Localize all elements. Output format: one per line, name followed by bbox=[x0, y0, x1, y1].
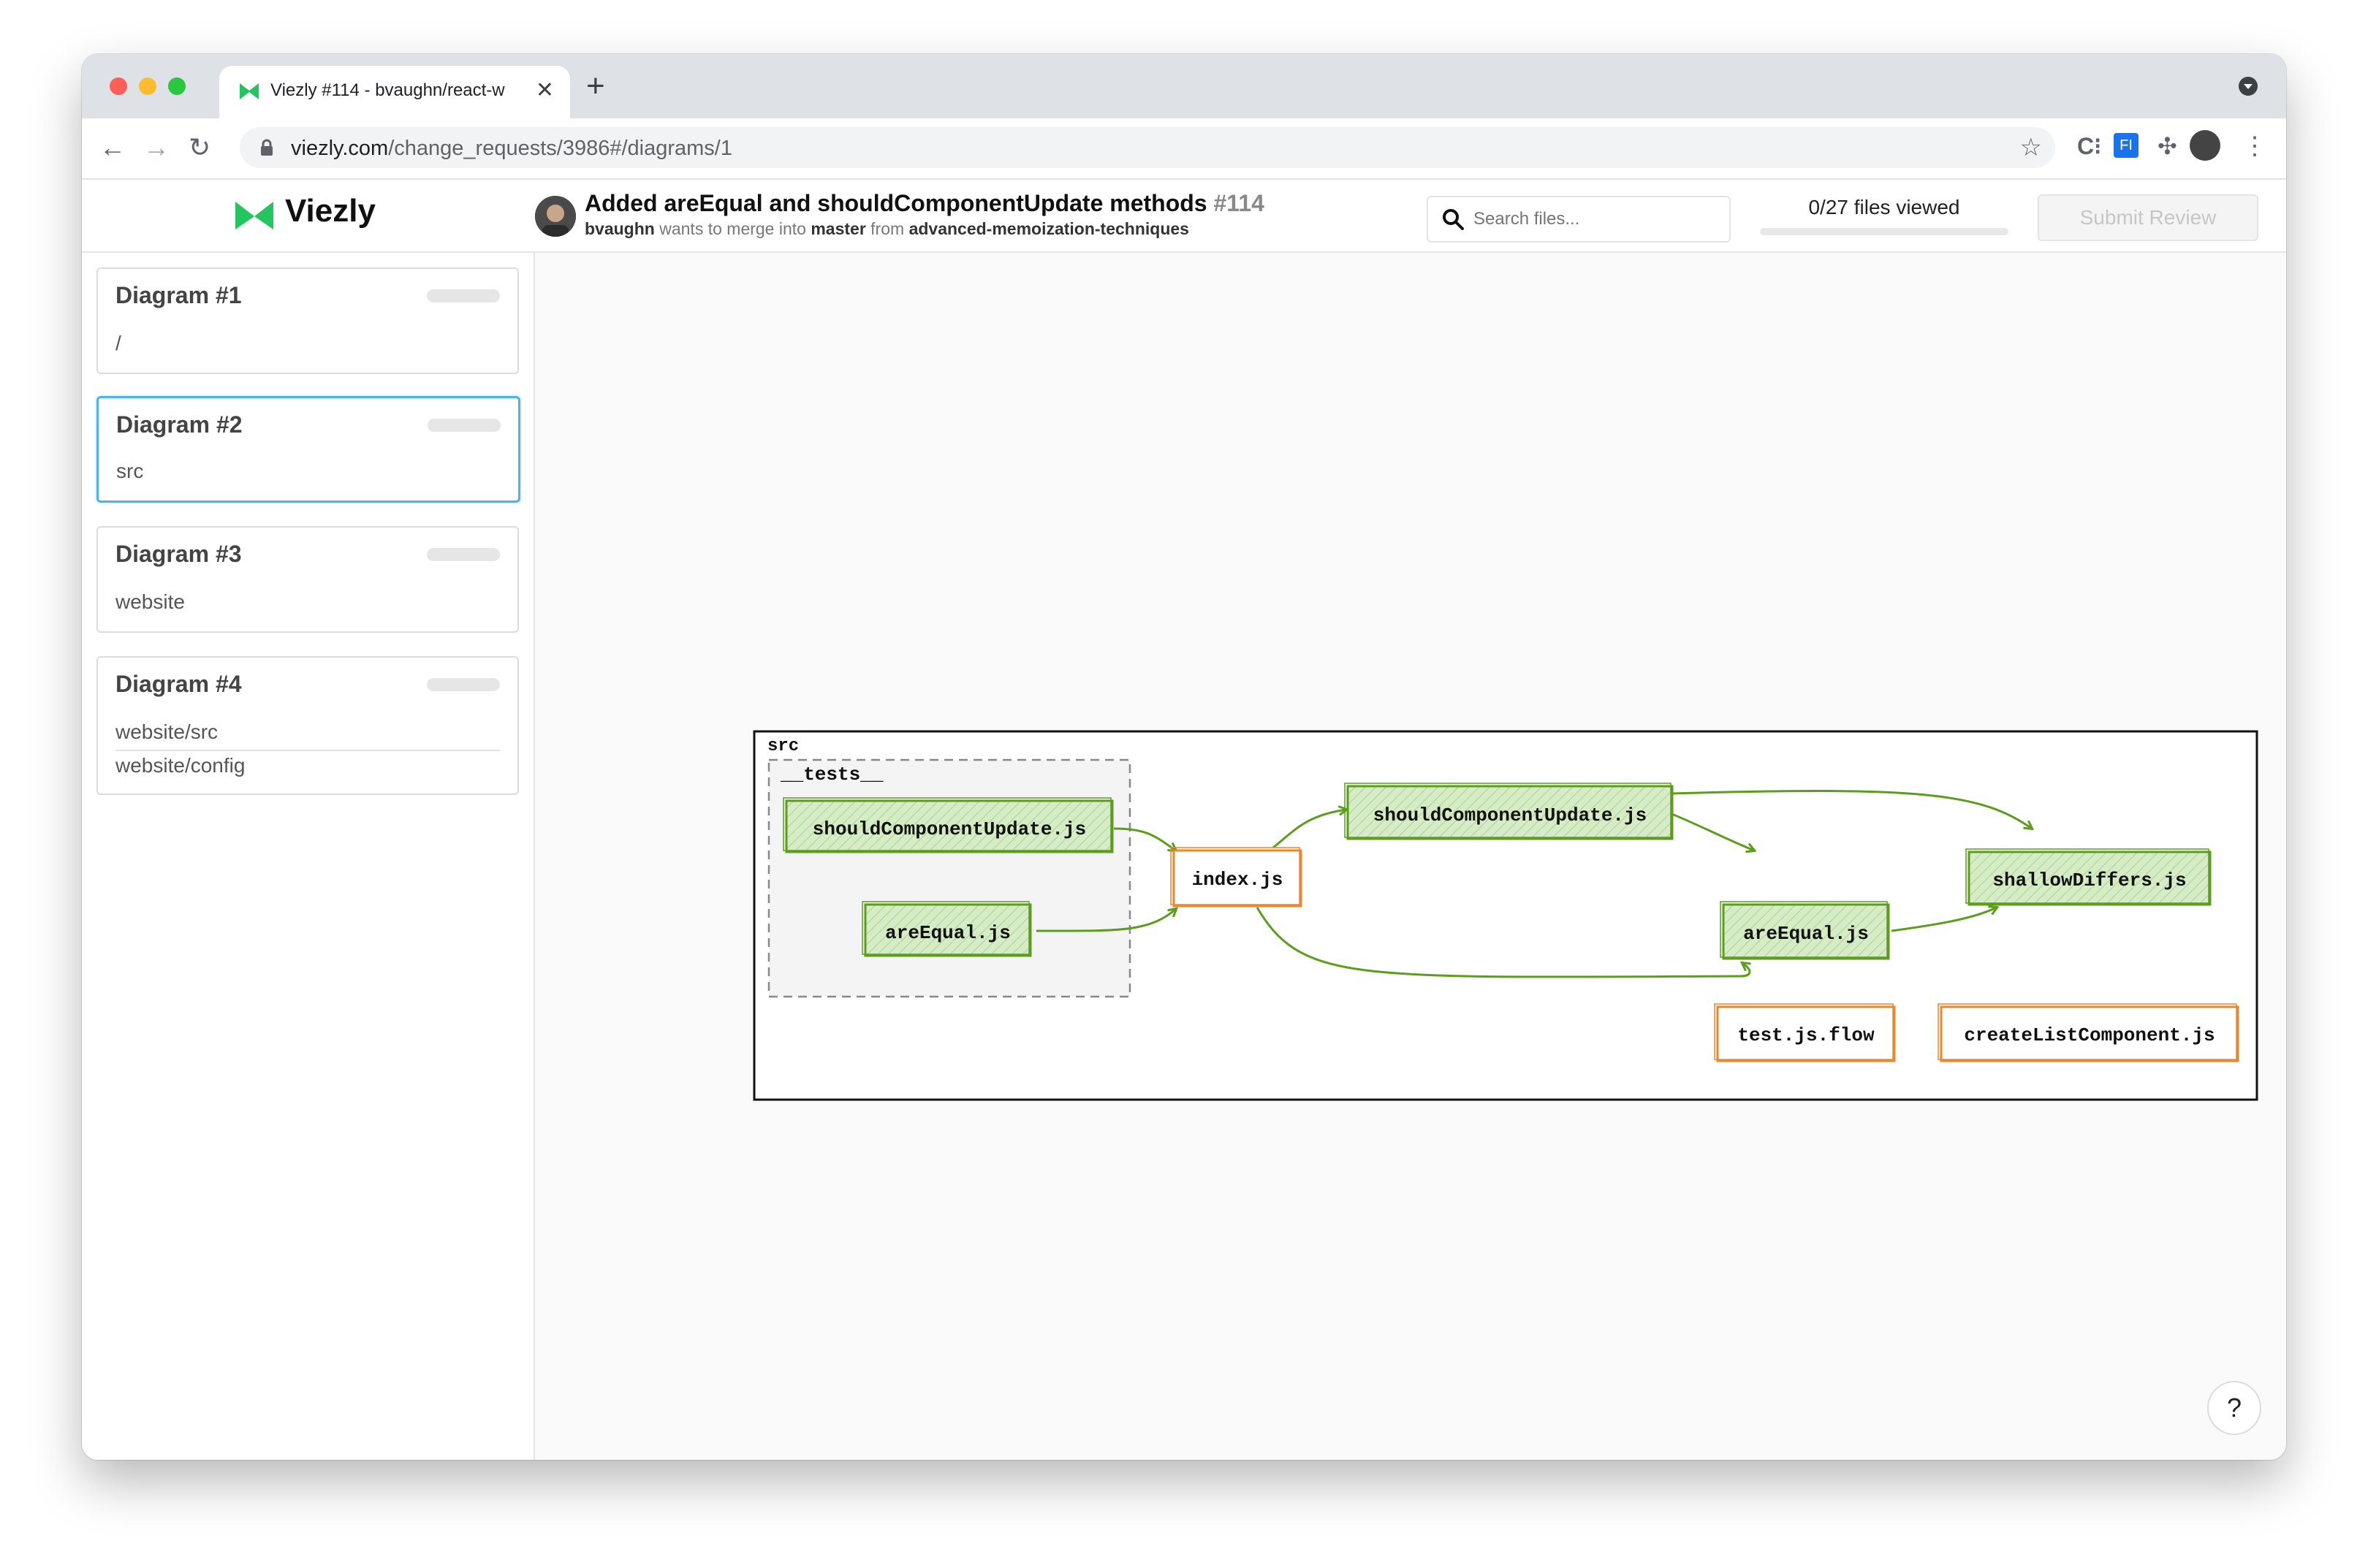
pr-number: #114 bbox=[1213, 190, 1264, 216]
node-createlist[interactable]: createListComponent.js bbox=[1938, 1003, 2239, 1062]
node-label: shallowDiffers.js bbox=[1992, 869, 2186, 891]
app-header: Viezly Added areEqual and shouldComponen… bbox=[82, 180, 2286, 253]
edge-should-to-shallow bbox=[1671, 789, 2032, 829]
diagram-title: Diagram #2 bbox=[116, 411, 243, 438]
author-avatar bbox=[535, 196, 576, 237]
diagram-canvas[interactable]: src __tests__ shouldComponentUpdate.js bbox=[535, 253, 2286, 1460]
diagram-card-2[interactable]: Diagram #2 src bbox=[96, 396, 520, 503]
extensions-puzzle-icon[interactable]: ✣ bbox=[2158, 133, 2177, 159]
viezly-favicon-icon bbox=[240, 83, 259, 99]
diagram-card-3[interactable]: Diagram #3 website bbox=[96, 526, 519, 633]
node-testflow[interactable]: test.js.flow bbox=[1714, 1003, 1896, 1062]
url-path: /change_requests/3986#/diagrams/1 bbox=[388, 137, 732, 160]
diagram-path: / bbox=[115, 332, 121, 354]
kebab-menu-icon[interactable]: ⋮ bbox=[2242, 132, 2267, 160]
node-shallow[interactable]: shallowDiffers.js bbox=[1965, 848, 2212, 906]
diagram-title: Diagram #1 bbox=[115, 282, 242, 308]
search-icon bbox=[1443, 209, 1464, 230]
node-should[interactable]: shouldComponentUpdate.js bbox=[1344, 783, 1674, 840]
edge-tests-areequal-to-index bbox=[1036, 909, 1176, 932]
diagram-card-1[interactable]: Diagram #1 / bbox=[96, 267, 519, 374]
logo-text[interactable]: Viezly bbox=[285, 193, 376, 229]
minimize-window-button[interactable] bbox=[139, 77, 156, 95]
pr-title: Added areEqual and shouldComponentUpdate… bbox=[585, 190, 1264, 217]
path-divider bbox=[115, 750, 500, 751]
edge-index-to-should bbox=[1272, 810, 1346, 849]
tests-group-label: __tests__ bbox=[780, 764, 884, 785]
diagram-status-pill bbox=[428, 419, 501, 432]
bookmark-star-icon[interactable]: ☆ bbox=[2019, 134, 2042, 161]
reload-icon[interactable]: ↻ bbox=[189, 132, 211, 162]
edge-areequal-to-shallow bbox=[1891, 907, 1997, 932]
diagram-card-4[interactable]: Diagram #4 website/src website/config bbox=[96, 656, 519, 795]
node-tests-should[interactable]: shouldComponentUpdate.js bbox=[783, 797, 1114, 853]
forward-arrow-icon[interactable]: → bbox=[143, 132, 170, 162]
tests-group bbox=[767, 758, 1131, 998]
diagram-title: Diagram #4 bbox=[115, 671, 242, 697]
node-label: test.js.flow bbox=[1737, 1024, 1875, 1046]
back-arrow-icon[interactable]: ← bbox=[99, 132, 126, 162]
node-index[interactable]: index.js bbox=[1170, 847, 1302, 907]
pr-base-branch: master bbox=[811, 219, 866, 238]
submit-review-button[interactable]: Submit Review bbox=[2038, 194, 2258, 241]
diagram-path: website/config bbox=[115, 754, 246, 777]
diagram-path: website bbox=[115, 590, 185, 613]
search-input[interactable] bbox=[1472, 208, 1716, 231]
pr-from-text: from bbox=[870, 219, 905, 238]
extension-c-icon[interactable]: C⁝ bbox=[2077, 133, 2102, 159]
browser-window: Viezly #114 - bvaughn/react-w ✕ + ← → ↻ … bbox=[82, 54, 2286, 1460]
diagram-title: Diagram #3 bbox=[115, 541, 242, 567]
close-window-button[interactable] bbox=[110, 77, 127, 95]
browser-tab-active[interactable]: Viezly #114 - bvaughn/react-w ✕ bbox=[219, 66, 570, 118]
new-tab-button[interactable]: + bbox=[586, 68, 605, 104]
node-label: areEqual.js bbox=[1743, 923, 1869, 945]
diagram-path: website/src bbox=[115, 720, 219, 743]
edge-tests-should-to-index bbox=[1113, 827, 1176, 850]
pr-head-branch: advanced-memoization-techniques bbox=[908, 219, 1189, 238]
node-label: shouldComponentUpdate.js bbox=[1373, 804, 1647, 826]
profile-avatar-icon[interactable] bbox=[2190, 130, 2220, 161]
tab-close-icon[interactable]: ✕ bbox=[535, 78, 554, 102]
pr-author[interactable]: bvaughn bbox=[585, 219, 655, 238]
url-text: viezly.com/change_requests/3986#/diagram… bbox=[291, 137, 732, 161]
browser-toolbar: ← → ↻ viezly.com/change_requests/3986#/d… bbox=[82, 118, 2286, 180]
diagram-status-pill bbox=[427, 548, 500, 561]
files-viewed-progress bbox=[1760, 228, 2008, 235]
node-label: index.js bbox=[1192, 869, 1283, 891]
tab-title: Viezly #114 - bvaughn/react-w bbox=[270, 80, 505, 100]
file-search[interactable] bbox=[1427, 196, 1731, 243]
node-tests-areequal[interactable]: areEqual.js bbox=[862, 901, 1032, 957]
lock-icon bbox=[261, 139, 273, 156]
chrome-menu-dropdown-icon[interactable] bbox=[2238, 76, 2258, 96]
viezly-logo-icon[interactable] bbox=[234, 199, 275, 232]
maximize-window-button[interactable] bbox=[168, 77, 186, 95]
files-viewed-label: 0/27 files viewed bbox=[1808, 196, 1960, 218]
node-label: createListComponent.js bbox=[1964, 1024, 2215, 1046]
diagram-status-pill bbox=[427, 289, 500, 302]
diagram-path: src bbox=[116, 460, 144, 482]
src-container-label: src bbox=[767, 737, 799, 756]
author-photo-icon bbox=[535, 196, 576, 237]
dependency-diagram[interactable]: src __tests__ shouldComponentUpdate.js bbox=[535, 253, 2286, 1460]
node-label: shouldComponentUpdate.js bbox=[813, 818, 1086, 840]
diagram-sidebar: Diagram #1 / Diagram #2 src Diagram #3 w… bbox=[82, 253, 535, 1460]
url-host: viezly.com bbox=[291, 137, 389, 160]
node-areequal[interactable]: areEqual.js bbox=[1720, 901, 1890, 960]
extension-fi-icon[interactable]: FI bbox=[2114, 133, 2139, 158]
browser-tab-strip: Viezly #114 - bvaughn/react-w ✕ + bbox=[82, 54, 2286, 118]
pr-subtitle: bvaughn wants to merge into master from … bbox=[585, 219, 1189, 239]
pr-title-text: Added areEqual and shouldComponentUpdate… bbox=[585, 190, 1207, 216]
node-label: areEqual.js bbox=[885, 922, 1011, 944]
edge-index-to-areequal bbox=[1256, 907, 1750, 978]
address-bar[interactable]: viezly.com/change_requests/3986#/diagram… bbox=[240, 127, 2055, 168]
help-button[interactable]: ? bbox=[2207, 1381, 2261, 1435]
diagram-status-pill bbox=[427, 678, 500, 691]
pr-merge-text: wants to merge into bbox=[659, 219, 806, 238]
